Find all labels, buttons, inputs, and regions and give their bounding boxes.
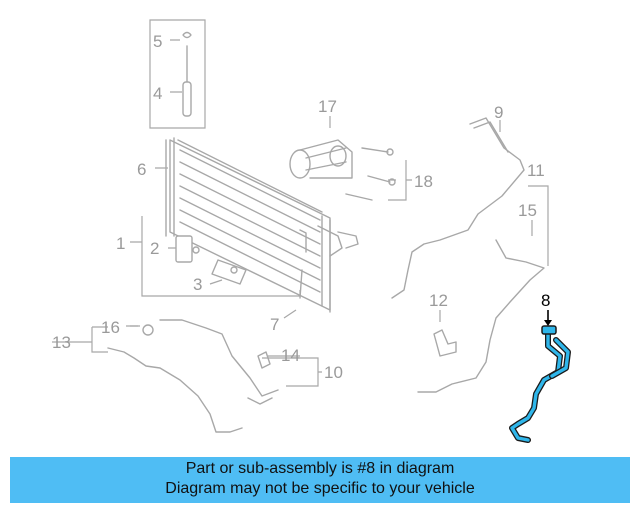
callout-13: 13 bbox=[52, 333, 71, 352]
part-4-5-group bbox=[149, 19, 206, 129]
callout-2: 2 bbox=[150, 239, 159, 258]
bolts-18 bbox=[345, 147, 396, 201]
callout-8: 8 bbox=[541, 291, 550, 310]
info-banner: Part or sub-assembly is #8 in diagram Di… bbox=[10, 457, 630, 503]
callout-3: 3 bbox=[193, 275, 202, 294]
callout-4: 4 bbox=[153, 84, 162, 103]
callout-1: 1 bbox=[116, 234, 125, 253]
hose-11-15 bbox=[417, 185, 549, 393]
banner-line-1: Part or sub-assembly is #8 in diagram bbox=[185, 460, 455, 477]
callout-5: 5 bbox=[153, 32, 162, 51]
callout-14: 14 bbox=[281, 346, 300, 365]
compressor bbox=[289, 139, 353, 179]
part-8-hose[interactable] bbox=[509, 310, 571, 443]
part-10-14 bbox=[257, 351, 322, 387]
leader-lines bbox=[52, 39, 533, 357]
callout-7: 7 bbox=[270, 315, 279, 334]
hose-13-16 bbox=[91, 319, 279, 433]
callout-12: 12 bbox=[429, 291, 448, 310]
callout-16: 16 bbox=[101, 318, 120, 337]
condenser-assembly bbox=[141, 137, 359, 313]
banner-line-2: Diagram may not be specific to your vehi… bbox=[165, 480, 475, 497]
callout-6: 6 bbox=[137, 160, 146, 179]
callout-10: 10 bbox=[324, 363, 343, 382]
callout-9: 9 bbox=[494, 103, 503, 122]
bracket-12 bbox=[433, 329, 457, 357]
callout-15: 15 bbox=[518, 201, 537, 220]
callout-11: 11 bbox=[527, 161, 545, 180]
hose-9 bbox=[391, 117, 525, 299]
callout-17: 17 bbox=[318, 97, 337, 116]
callout-18: 18 bbox=[414, 172, 433, 191]
